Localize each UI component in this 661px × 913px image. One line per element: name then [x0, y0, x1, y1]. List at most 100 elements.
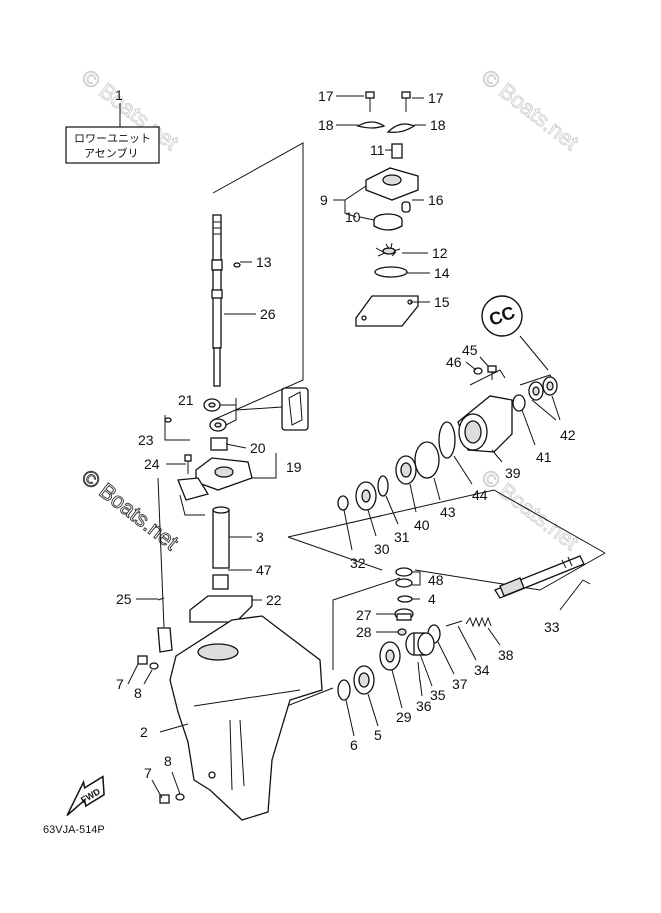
propeller-shaft-assembly	[337, 555, 585, 701]
pin-36	[417, 661, 421, 683]
callout-17-right: 17	[428, 90, 444, 106]
propeller-shaft-housing-group	[337, 365, 558, 511]
callout-15: 15	[434, 294, 450, 310]
drive-shaft-group	[157, 214, 309, 653]
pump-housing-9	[365, 167, 419, 201]
cc-badge: CC	[481, 295, 549, 371]
grouping-lines	[164, 142, 606, 741]
drain-screw-7-top	[137, 655, 148, 665]
bearing-41	[512, 394, 526, 412]
callout-10: 10	[345, 209, 361, 225]
callout-18-left: 18	[318, 117, 334, 133]
callout-39: 39	[505, 465, 521, 481]
propeller-shaft-33	[494, 555, 585, 599]
pin-34	[445, 620, 463, 627]
insert-cartridge-10	[373, 213, 403, 231]
callout-4: 4	[428, 591, 436, 607]
callout-46: 46	[446, 354, 462, 370]
callout-11: 11	[370, 142, 385, 158]
callout-1: 1	[115, 87, 123, 103]
assembly-name-line1: ロワーユニット	[74, 133, 151, 145]
callout-8-top: 8	[134, 685, 142, 701]
oil-seal-housing-19	[177, 457, 253, 501]
callout-41: 41	[536, 449, 552, 465]
gasket-22	[189, 595, 253, 623]
bolt-17-right	[401, 91, 411, 112]
forward-arrow-icon: FWD	[66, 775, 105, 816]
callout-26: 26	[260, 306, 276, 322]
diagram-code: 63VJA-514P	[43, 824, 105, 836]
callout-22: 22	[266, 592, 282, 608]
callout-47: 47	[256, 562, 272, 578]
callout-16: 16	[428, 192, 444, 208]
callout-45: 45	[462, 342, 478, 358]
bearing-40	[395, 455, 417, 485]
dog-clutch-35	[405, 632, 435, 656]
callout-35: 35	[430, 687, 446, 703]
bolt-45	[487, 365, 497, 380]
watermark-middle-left: © Boats.net	[77, 464, 183, 555]
callout-6: 6	[350, 737, 358, 753]
shim-32	[337, 495, 349, 511]
callout-30: 30	[374, 541, 390, 557]
leader-lines	[127, 95, 591, 799]
seal-16	[401, 201, 411, 213]
forward-gear-29	[379, 641, 401, 671]
gasket-8-bottom	[175, 793, 185, 801]
o-ring-43	[414, 441, 440, 479]
callout-7-bottom: 7	[144, 765, 152, 781]
callout-48: 48	[428, 572, 444, 588]
callout-18-right: 18	[430, 117, 446, 133]
callout-25: 25	[116, 591, 132, 607]
callouts: 17 17 18 18 11 9 16 10 12 13 14 15 26 45…	[116, 88, 576, 781]
shim-6	[337, 679, 351, 701]
pinion-group	[394, 567, 414, 636]
lower-casing-2	[169, 615, 323, 821]
shift-rod-25	[157, 477, 173, 653]
callout-28: 28	[356, 624, 372, 640]
callout-3: 3	[256, 529, 264, 545]
callout-9: 9	[320, 192, 328, 208]
callout-5: 5	[374, 727, 382, 743]
callout-12: 12	[432, 245, 448, 261]
callout-27: 27	[356, 607, 372, 623]
bolt-17-left	[365, 91, 375, 112]
o-ring-44	[438, 421, 456, 459]
assembly-name-line2: アセンブリ	[84, 146, 138, 160]
drive-shaft-26	[211, 214, 223, 387]
callout-34: 34	[474, 662, 490, 678]
pin-13	[233, 262, 241, 268]
pin-11	[391, 143, 403, 159]
lower-unit-assembly-label: 1 ロワーユニット アセンブリ	[65, 87, 160, 164]
callout-2: 2	[140, 724, 148, 740]
washer-23	[164, 417, 172, 423]
propeller-shaft-housing-39	[457, 395, 513, 453]
callout-14: 14	[434, 265, 450, 281]
callout-32: 32	[350, 555, 366, 571]
callout-37: 37	[452, 676, 468, 692]
bushing-20	[210, 437, 228, 451]
bearing-28	[397, 628, 407, 636]
shim-31	[377, 475, 389, 497]
bearings-21	[203, 398, 227, 432]
reverse-gear-30	[355, 481, 377, 511]
drain-screw-7-bottom	[159, 794, 170, 804]
callout-44: 44	[472, 487, 488, 503]
callout-36: 36	[416, 698, 432, 714]
water-pump-group	[355, 91, 419, 327]
callout-38: 38	[498, 647, 514, 663]
pinion-27	[394, 608, 414, 621]
callout-8-bottom: 8	[164, 753, 172, 769]
outer-plate-15	[355, 295, 419, 327]
callout-43: 43	[440, 504, 456, 520]
callout-42: 42	[560, 427, 576, 443]
grease-icon	[235, 387, 309, 431]
callout-19: 19	[286, 459, 302, 475]
sleeve-3	[212, 506, 230, 569]
nut-48	[395, 567, 413, 588]
callout-23: 23	[138, 432, 154, 448]
watermark-top-right: © Boats.net	[477, 64, 583, 155]
watermark-middle-right: © Boats.net	[477, 464, 583, 555]
callout-21: 21	[178, 392, 194, 408]
